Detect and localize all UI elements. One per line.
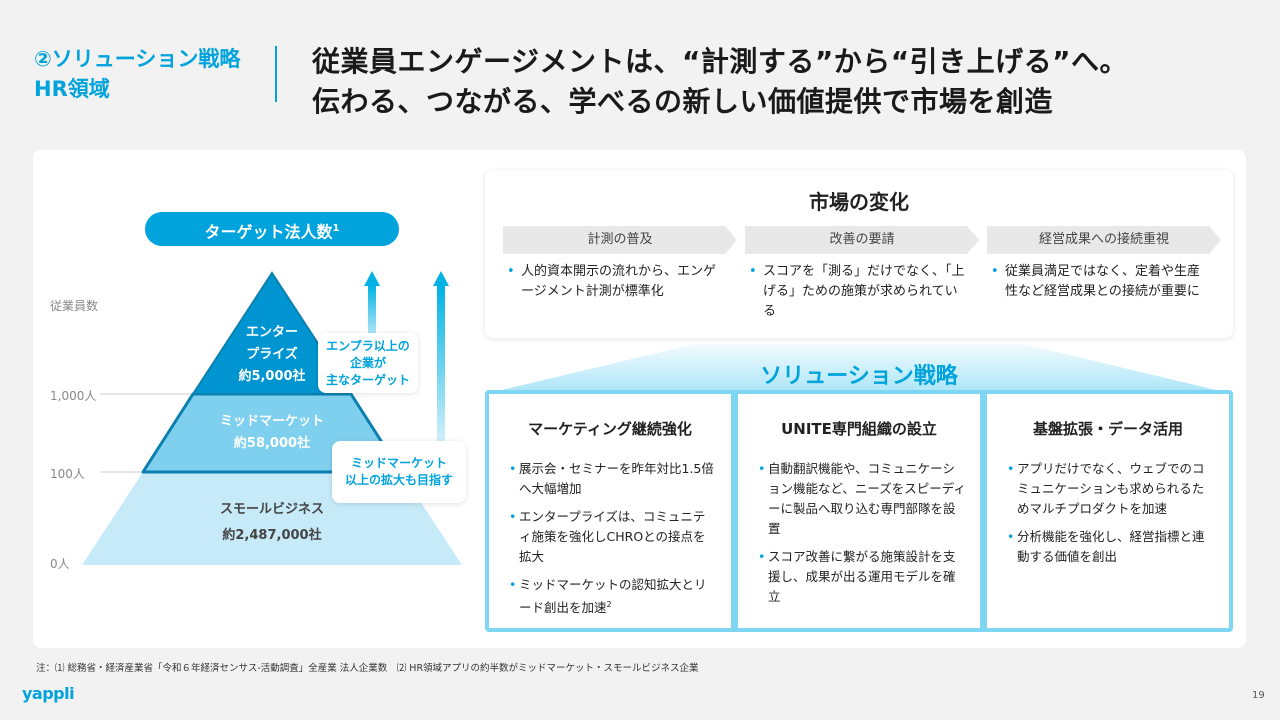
footnote-ref: 1 xyxy=(332,223,340,234)
arrow-up-icon xyxy=(364,271,380,345)
market-change-card: 市場の変化 計測の普及 改善の要請 経営成果への接続重視 人的資本開示の流れから… xyxy=(485,170,1233,338)
page-number: 19 xyxy=(1252,690,1265,701)
solution-card: UNITE専門組織の設立 自動翻訳機能や、コミュニケーション機能など、ニーズをス… xyxy=(738,394,980,628)
market-step-header: 改善の要請 xyxy=(745,226,979,254)
callout-line: 以上の拡大も目指す xyxy=(344,473,453,487)
solution-title: ソリューション戦略 xyxy=(760,364,958,389)
divider xyxy=(275,46,277,102)
section-line-1: ②ソリューション戦略 xyxy=(34,47,241,71)
title-line-2: 伝わる、つながる、学べるの新しい価値提供で市場を創造 xyxy=(312,85,1054,118)
tier-count: 約2,487,000社 xyxy=(222,528,322,543)
roof-graphic xyxy=(485,344,1233,394)
tier-count: 約58,000社 xyxy=(233,436,311,451)
axis-label: 従業員数 xyxy=(50,299,99,313)
tier-small-label: スモールビジネス 約2,487,000社 xyxy=(192,497,352,549)
list-item: スコア改善に繋がる施策設計を支援し、成果が出る運用モデルを確立 xyxy=(758,547,966,607)
tier-name: スモールビジネス xyxy=(219,502,324,517)
yappli-logo: yappli xyxy=(22,684,75,703)
page-title: 従業員エンゲージメントは、“計測する”から“引き上げる”へ。 伝わる、つながる、… xyxy=(312,42,1128,122)
solution-box: マーケティング継続強化 展示会・セミナーを昨年対比1.5倍へ大幅増加 エンタープ… xyxy=(485,390,1233,632)
tier-name: ミッドマーケット xyxy=(219,414,324,429)
footnote: 注：⑴ 総務省・経済産業省「令和６年経済センサス‐活動調査」全産業 法人企業数 … xyxy=(36,663,699,674)
card-title: マーケティング継続強化 xyxy=(528,420,692,438)
arrow-up-icon xyxy=(433,271,449,445)
callout-line: エンプラ以上の xyxy=(326,338,410,353)
list-item: 自動翻訳機能や、コミュニケーション機能など、ニーズをスピーディーに製品へ取り込む… xyxy=(758,459,966,539)
tick-label: 1,000人 xyxy=(50,389,97,403)
callout-midmarket: ミッドマーケット 以上の拡大も目指す xyxy=(332,441,466,503)
market-title: 市場の変化 xyxy=(809,190,909,214)
market-step-text: 人的資本開示の流れから、エンゲージメント計測が標準化 xyxy=(507,262,727,302)
market-step-header: 経営成果への接続重視 xyxy=(987,226,1221,254)
solution-card: 基盤拡張・データ活用 アプリだけでなく、ウェブでのコミュニケーションも求められる… xyxy=(987,394,1229,628)
list-item: アプリだけでなく、ウェブでのコミュニケーションも求められるためマルチプロダクトを… xyxy=(1007,459,1215,519)
footnote-ref: 2 xyxy=(606,600,612,609)
title-line-1: 従業員エンゲージメントは、“計測する”から“引き上げる”へ。 xyxy=(312,45,1129,78)
list-item: エンタープライズは、コミュニティ施策を強化しCHROとの接点を拡大 xyxy=(509,507,717,567)
list-item-text: ミッドマーケットの認知拡大とリード創出を加速 xyxy=(519,577,707,616)
card-title: 基盤拡張・データ活用 xyxy=(1032,420,1183,438)
list-item: ミッドマーケットの認知拡大とリード創出を加速2 xyxy=(509,575,717,618)
tier-count: 約5,000社 xyxy=(238,369,306,384)
pill-label: ターゲット法人数 xyxy=(204,222,333,242)
tier-name: エンター xyxy=(245,325,298,340)
tier-enterprise-label: エンター プライズ 約5,000社 xyxy=(192,322,352,388)
tier-mid-label: ミッドマーケット 約58,000社 xyxy=(192,411,352,455)
card-title: UNITE専門組織の設立 xyxy=(781,420,937,438)
list-item: 分析機能を強化し、経営指標と連動する価値を創出 xyxy=(1007,527,1215,567)
solution-card: マーケティング継続強化 展示会・セミナーを昨年対比1.5倍へ大幅増加 エンタープ… xyxy=(489,394,731,628)
tick-label: 0人 xyxy=(50,557,70,571)
callout-enterprise: エンプラ以上の 企業が 主なターゲット xyxy=(318,333,418,393)
market-step-header: 計測の普及 xyxy=(503,226,737,254)
list-item: 展示会・セミナーを昨年対比1.5倍へ大幅増加 xyxy=(509,459,717,499)
callout-line: 企業が xyxy=(349,355,386,370)
target-count-pill: ターゲット法人数1 xyxy=(145,212,399,246)
tier-enterprise xyxy=(191,271,353,395)
tier-name: プライズ xyxy=(246,347,298,362)
tick-label: 100人 xyxy=(50,467,85,481)
market-step-text: 従業員満足ではなく、定着や生産性など経営成果との接続が重要に xyxy=(991,262,1211,302)
market-step-text: スコアを「測る」だけでなく、「上げる」ための施策が求められている xyxy=(749,262,969,322)
section-line-2: HR領域 xyxy=(34,77,110,101)
callout-line: ミッドマーケット xyxy=(350,456,447,470)
section-label: ②ソリューション戦略 HR領域 xyxy=(34,44,240,104)
callout-line: 主なターゲット xyxy=(325,372,410,387)
